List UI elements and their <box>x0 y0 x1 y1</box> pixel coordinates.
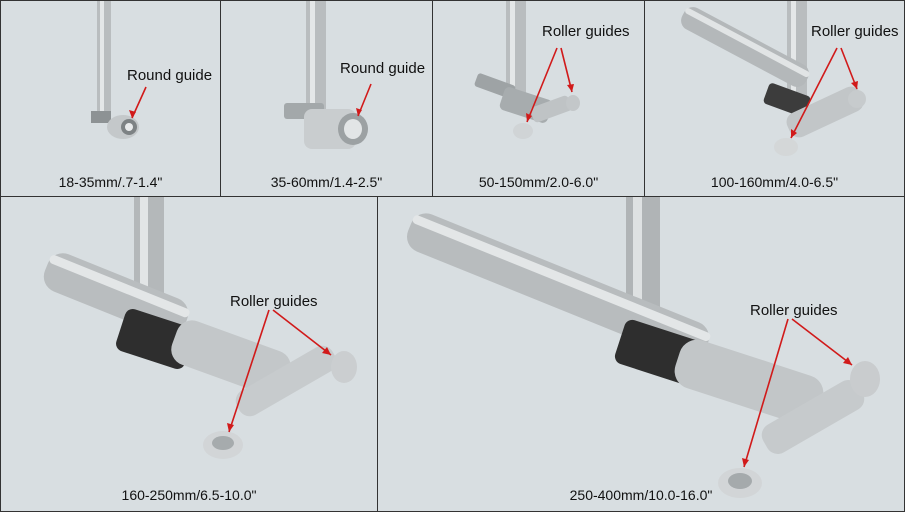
size-range-caption: 18-35mm/.7-1.4" <box>58 174 163 190</box>
panel-18-35mm: Round guide 18-35mm/.7-1.4" <box>1 1 220 196</box>
panel-160-250mm: Roller guides 160-250mm/6.5-10.0" <box>1 197 377 511</box>
round-guide-label: Round guide <box>127 67 213 84</box>
panel-35-60mm: Round guide 35-60mm/1.4-2.5" <box>221 1 432 196</box>
round-guide-tool-image <box>91 1 147 139</box>
round-guide-tool-image <box>284 1 372 149</box>
size-range-caption: 35-60mm/1.4-2.5" <box>270 174 383 190</box>
roller-guides-label: Roller guides <box>542 23 630 40</box>
panel-100-160mm: Roller guides 100-160mm/4.0-6.5" <box>645 1 904 196</box>
roller-guides-tool-image <box>406 197 880 498</box>
roller-guides-tool-image <box>681 1 866 156</box>
round-guide-label: Round guide <box>340 60 426 77</box>
panel-50-150mm: Roller guides 50-150mm/2.0-6.0" <box>433 1 644 196</box>
roller-guides-tool-image <box>474 1 580 139</box>
size-range-caption: 160-250mm/6.5-10.0" <box>121 487 257 503</box>
roller-guides-label: Roller guides <box>811 23 899 40</box>
size-range-caption: 100-160mm/4.0-6.5" <box>710 174 839 190</box>
size-range-caption: 50-150mm/2.0-6.0" <box>478 174 599 190</box>
size-range-caption: 250-400mm/10.0-16.0" <box>569 487 713 503</box>
roller-guides-tool-image <box>43 197 357 459</box>
roller-guides-label: Roller guides <box>750 302 838 319</box>
panel-250-400mm: Roller guides 250-400mm/10.0-16.0" <box>378 197 904 511</box>
roller-guides-label: Roller guides <box>230 293 318 310</box>
